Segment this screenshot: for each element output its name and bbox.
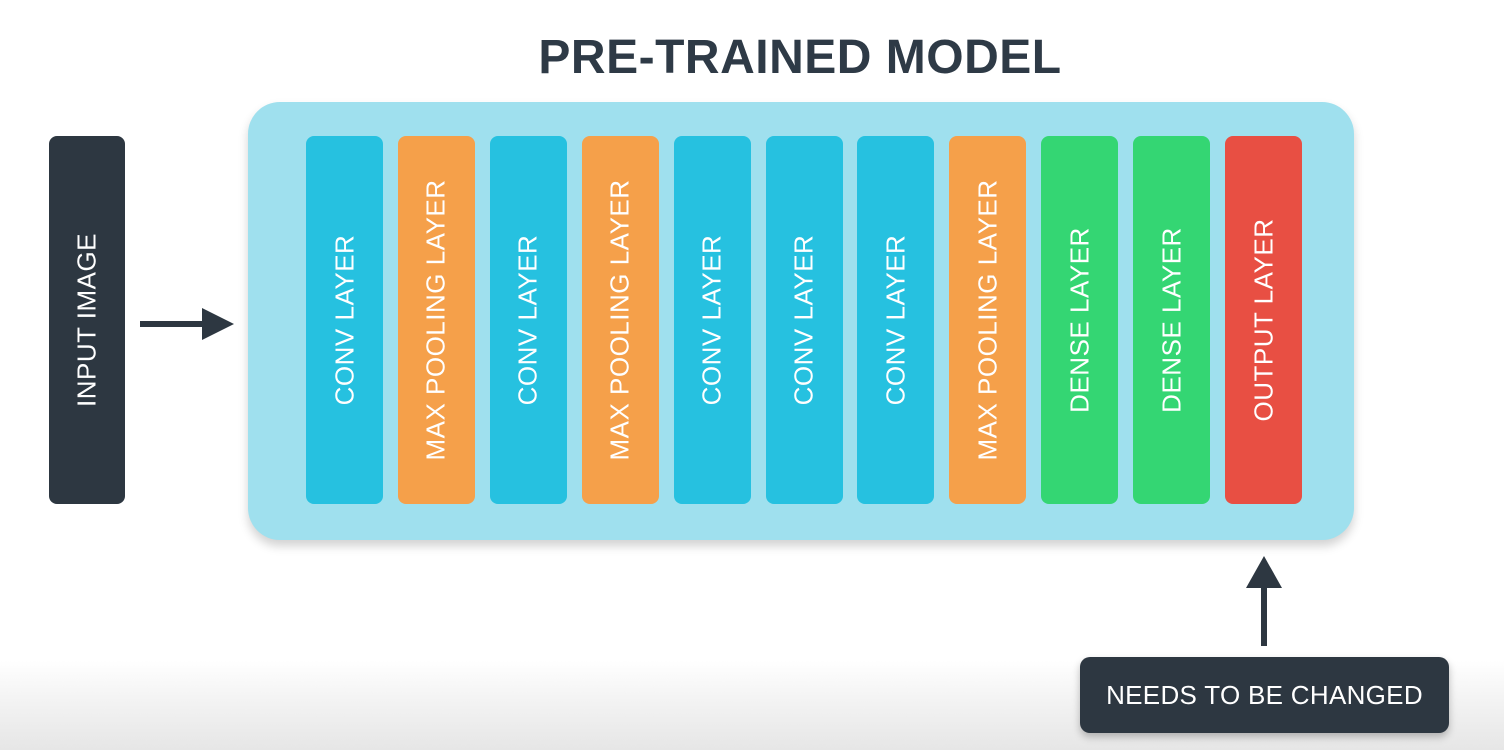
layer-block: MAX POOLING LAYER bbox=[949, 136, 1027, 504]
pretrained-model-container: CONV LAYER MAX POOLING LAYER CONV LAYER … bbox=[248, 102, 1354, 540]
layer-label: MAX POOLING LAYER bbox=[420, 179, 451, 461]
layer-block: CONV LAYER bbox=[673, 136, 751, 504]
arrow-right-icon bbox=[140, 308, 234, 340]
layer-block: CONV LAYER bbox=[489, 136, 567, 504]
input-image-block: INPUT IMAGE bbox=[49, 136, 125, 504]
layer-label: MAX POOLING LAYER bbox=[604, 179, 635, 461]
diagram-title: PRE-TRAINED MODEL bbox=[538, 31, 1062, 84]
layer-label: CONV LAYER bbox=[788, 234, 819, 406]
layer-block: DENSE LAYER bbox=[1133, 136, 1211, 504]
layer-label: CONV LAYER bbox=[512, 234, 543, 406]
layer-label: CONV LAYER bbox=[329, 234, 359, 406]
layer-block: MAX POOLING LAYER bbox=[397, 136, 475, 504]
needs-change-label: NEEDS TO BE CHANGED bbox=[1106, 679, 1423, 710]
layer-block: DENSE LAYER bbox=[1041, 136, 1119, 504]
layer-block: OUTPUT LAYER bbox=[1225, 136, 1302, 504]
needs-change-note: NEEDS TO BE CHANGED bbox=[1080, 657, 1449, 733]
layer-label: DENSE LAYER bbox=[1064, 227, 1095, 413]
layer-block: CONV LAYER bbox=[306, 136, 383, 504]
layer-label: CONV LAYER bbox=[696, 234, 727, 406]
layer-label: DENSE LAYER bbox=[1156, 227, 1187, 413]
layer-label: OUTPUT LAYER bbox=[1248, 218, 1278, 422]
input-image-label: INPUT IMAGE bbox=[71, 232, 102, 408]
arrow-up-icon bbox=[1246, 556, 1282, 646]
layer-block: CONV LAYER bbox=[857, 136, 935, 504]
layer-label: MAX POOLING LAYER bbox=[972, 179, 1003, 461]
layer-label: CONV LAYER bbox=[880, 234, 911, 406]
layer-block: CONV LAYER bbox=[765, 136, 843, 504]
layer-block: MAX POOLING LAYER bbox=[581, 136, 659, 504]
